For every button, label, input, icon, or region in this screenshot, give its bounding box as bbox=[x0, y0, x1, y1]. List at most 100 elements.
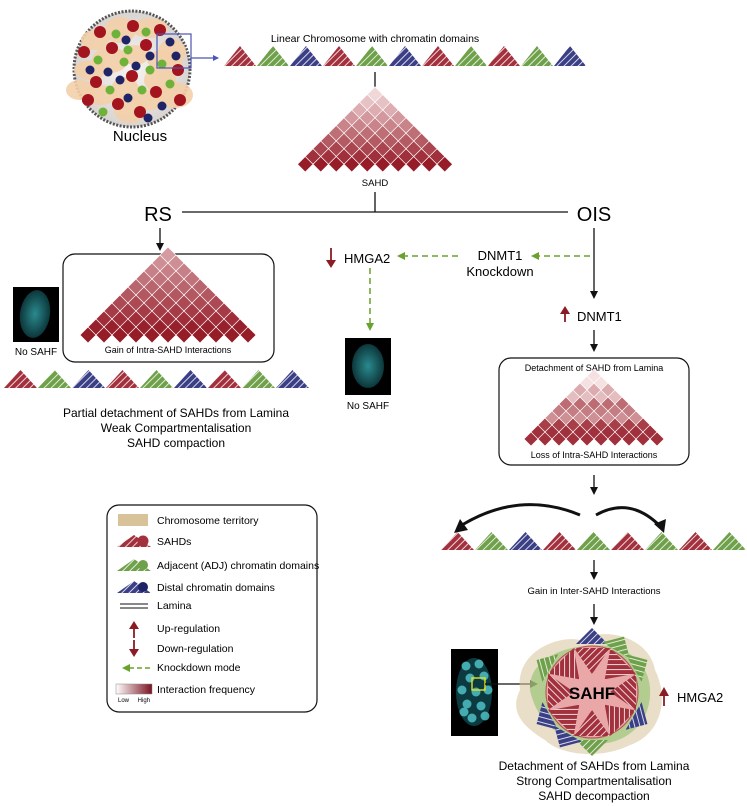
linear-chromosome-top bbox=[224, 46, 586, 66]
dnmt1-knockdown-line: DNMT1 bbox=[478, 248, 523, 263]
branch-connector bbox=[182, 192, 568, 213]
chromatin-domain bbox=[713, 532, 746, 550]
chromatin-domain bbox=[679, 532, 712, 550]
chromatin-dot bbox=[174, 94, 186, 106]
chromatin-dot bbox=[127, 20, 139, 32]
outer-domain-fill bbox=[625, 654, 648, 682]
chromatin-domain bbox=[488, 46, 520, 66]
chromatin-dot bbox=[157, 101, 167, 111]
outer-domain bbox=[625, 654, 648, 682]
legend-item-label: SAHDs bbox=[157, 536, 191, 548]
chromatin-dot bbox=[131, 61, 141, 71]
sahd-wedge-fill bbox=[548, 648, 580, 680]
rs-summary-line: Weak Compartmentalisation bbox=[101, 421, 252, 435]
sahf-focus bbox=[480, 711, 490, 721]
middle-hmga2: HMGA2 bbox=[344, 251, 390, 266]
sahd-wedge-fill bbox=[604, 704, 636, 736]
chromatin-dot bbox=[78, 46, 90, 58]
sahd-label: SAHD bbox=[362, 178, 389, 189]
linear-chromosome-rs bbox=[4, 370, 309, 388]
heatmap-cell bbox=[649, 431, 665, 447]
chromatin-dot bbox=[106, 42, 118, 54]
chromatin-dot bbox=[165, 79, 175, 89]
sahf-focus bbox=[462, 699, 472, 709]
ois-summary-line: SAHD decompaction bbox=[538, 789, 649, 803]
chromatin-domain bbox=[323, 46, 355, 66]
chromatin-dot bbox=[98, 107, 108, 117]
chromatin-dot bbox=[115, 75, 125, 85]
up-regulation-icon bbox=[659, 687, 669, 706]
legend-item-label: Knockdown mode bbox=[157, 662, 241, 674]
legend-low: Low bbox=[118, 698, 130, 704]
knockdown-arrow bbox=[366, 252, 590, 331]
rs-summary-line: SAHD compaction bbox=[127, 436, 225, 450]
chromatin-dot bbox=[94, 26, 106, 38]
sahd-heatmap-rs bbox=[79, 246, 257, 344]
sahd-wedge bbox=[574, 710, 610, 736]
outer-domain-fill bbox=[554, 725, 582, 748]
rs-no-sahf: No SAHF bbox=[15, 347, 57, 358]
chromatin-domain bbox=[554, 46, 586, 66]
chromatin-dot bbox=[154, 24, 166, 36]
legend-item-label: Lamina bbox=[157, 600, 192, 612]
down-arrow bbox=[590, 475, 598, 495]
chromatin-domain bbox=[257, 46, 289, 66]
chromatin-dot bbox=[123, 93, 133, 103]
chromatin-dot bbox=[157, 59, 167, 69]
chromatin-domain bbox=[455, 46, 487, 66]
sahf-rosette bbox=[516, 628, 662, 756]
chromatin-domain bbox=[356, 46, 388, 66]
chromatin-domain bbox=[4, 370, 37, 388]
ois-label: OIS bbox=[577, 204, 611, 226]
middle-no-sahf: No SAHF bbox=[347, 401, 389, 412]
chromatin-domain bbox=[577, 532, 610, 550]
chromatin-domain bbox=[276, 370, 309, 388]
sahd-wedge-fill bbox=[574, 710, 610, 736]
heatmap-cell bbox=[239, 326, 257, 344]
chromatin-domain bbox=[509, 532, 542, 550]
sahf-focus bbox=[457, 685, 467, 695]
chromatin-dot bbox=[93, 55, 103, 65]
chromatin-domain bbox=[290, 46, 322, 66]
chromatin-domain bbox=[543, 532, 576, 550]
ois-summary-line: Detachment of SAHDs from Lamina bbox=[499, 759, 690, 773]
chromatin-dot bbox=[119, 57, 129, 67]
legend-item-label: Down-regulation bbox=[157, 643, 234, 655]
legend-item-label: Adjacent (ADJ) chromatin domains bbox=[157, 560, 319, 572]
sahf-focus bbox=[461, 661, 471, 671]
chromatin-domain bbox=[174, 370, 207, 388]
sahf-focus bbox=[467, 713, 477, 723]
down-regulation-icon bbox=[326, 248, 336, 268]
sahd-wedge bbox=[548, 648, 580, 680]
chromatin-domain bbox=[422, 46, 454, 66]
chromatin-dot bbox=[141, 27, 151, 37]
up-regulation-icon bbox=[560, 306, 570, 322]
legend-symbols bbox=[115, 514, 153, 695]
chromatin-dot bbox=[105, 85, 115, 95]
outer-domain bbox=[576, 740, 608, 756]
chromatin-dot bbox=[82, 94, 94, 106]
sahf-focus bbox=[483, 685, 493, 695]
sahd-wedge bbox=[548, 674, 574, 710]
cell-image-middle bbox=[345, 338, 391, 395]
outer-domain-fill bbox=[625, 702, 648, 730]
chromatin-dot bbox=[137, 85, 147, 95]
sahd-wedge bbox=[610, 674, 636, 710]
chromatin-dot bbox=[171, 51, 181, 61]
ois-box-bottom: Loss of Intra-SAHD Interactions bbox=[531, 450, 658, 460]
chromatin-domain bbox=[389, 46, 421, 66]
chromatin-dot bbox=[150, 86, 162, 98]
chromatin-dot bbox=[145, 51, 155, 61]
chromatin-dot bbox=[126, 70, 138, 82]
outer-domain-fill bbox=[536, 654, 559, 682]
sahd-wedge-fill bbox=[604, 648, 636, 680]
chromatin-domain bbox=[475, 532, 508, 550]
dnmt1-knockdown-line: Knockdown bbox=[466, 264, 533, 279]
down-arrow bbox=[590, 228, 598, 299]
down-arrow bbox=[590, 560, 598, 580]
chromatin-dot bbox=[111, 29, 121, 39]
sahd-wedge bbox=[548, 704, 580, 736]
sahf-label: SAHF bbox=[569, 684, 615, 703]
sahd-wedge-fill bbox=[548, 704, 580, 736]
